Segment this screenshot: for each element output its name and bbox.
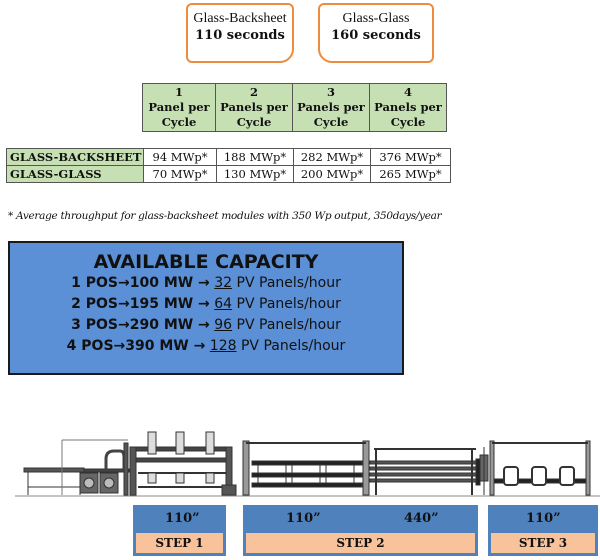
throughput-table: GLASS-BACKSHEET 94 MWp* 188 MWp* 282 MWp… — [6, 148, 451, 183]
table-cell: 94 MWp* — [143, 148, 217, 166]
step-label: STEP 1 — [136, 533, 223, 553]
cycle-value: 160 seconds — [331, 28, 421, 43]
capacity-title: AVAILABLE CAPACITY — [93, 251, 319, 273]
laminator-unit — [129, 431, 237, 496]
step-time: 110” — [165, 511, 200, 526]
table-cell: 188 MWp* — [216, 148, 294, 166]
step-time: 440” — [404, 511, 439, 526]
available-capacity-box: AVAILABLE CAPACITY 1 POS→100 MW → 32 PV … — [8, 241, 404, 375]
capacity-line: 2 POS→195 MW → 64 PV Panels/hour — [71, 296, 341, 312]
cycle-value: 110 seconds — [195, 28, 285, 43]
footnote: * Average throughput for glass-backsheet… — [8, 210, 442, 222]
table-cell: 130 MWp* — [216, 165, 294, 183]
production-line-diagram — [15, 431, 600, 497]
table-cell: 200 MWp* — [293, 165, 371, 183]
row-header: GLASS-BACKSHEET — [6, 148, 144, 166]
capacity-line: 4 POS→390 MW → 128 PV Panels/hour — [66, 338, 346, 354]
cycle-label: Glass-Glass — [342, 11, 410, 26]
table-row: GLASS-GLASS 70 MWp* 130 MWp* 200 MWp* 26… — [6, 165, 451, 183]
table-cell: 70 MWp* — [143, 165, 217, 183]
step-time: 110” — [526, 511, 561, 526]
capacity-line: 1 POS→100 MW → 32 PV Panels/hour — [71, 275, 341, 291]
unloading-station — [479, 440, 591, 496]
row-header: GLASS-GLASS — [6, 165, 144, 183]
laminator-pumps — [79, 442, 129, 496]
step-1-block: 110” STEP 1 — [133, 505, 226, 556]
table-row: GLASS-BACKSHEET 94 MWp* 188 MWp* 282 MWp… — [6, 148, 451, 166]
table-cell: 282 MWp* — [293, 148, 371, 166]
step-3-block: 110” STEP 3 — [488, 505, 598, 556]
step-time: 110” — [286, 511, 321, 526]
step-2-block: 110” 440” STEP 2 — [243, 505, 478, 556]
cycle-time-glass-backsheet: Glass-Backsheet 110 seconds — [186, 3, 294, 63]
table-cell: 265 MWp* — [370, 165, 451, 183]
table-cell: 376 MWp* — [370, 148, 451, 166]
cooling-rack — [369, 448, 481, 495]
step-label: STEP 2 — [246, 533, 475, 553]
step-label: STEP 3 — [491, 533, 595, 553]
capacity-line: 3 POS→290 MW → 96 PV Panels/hour — [71, 317, 341, 333]
curing-press — [242, 440, 370, 496]
cycle-label: Glass-Backsheet — [193, 11, 287, 26]
cycle-time-glass-glass: Glass-Glass 160 seconds — [318, 3, 434, 63]
